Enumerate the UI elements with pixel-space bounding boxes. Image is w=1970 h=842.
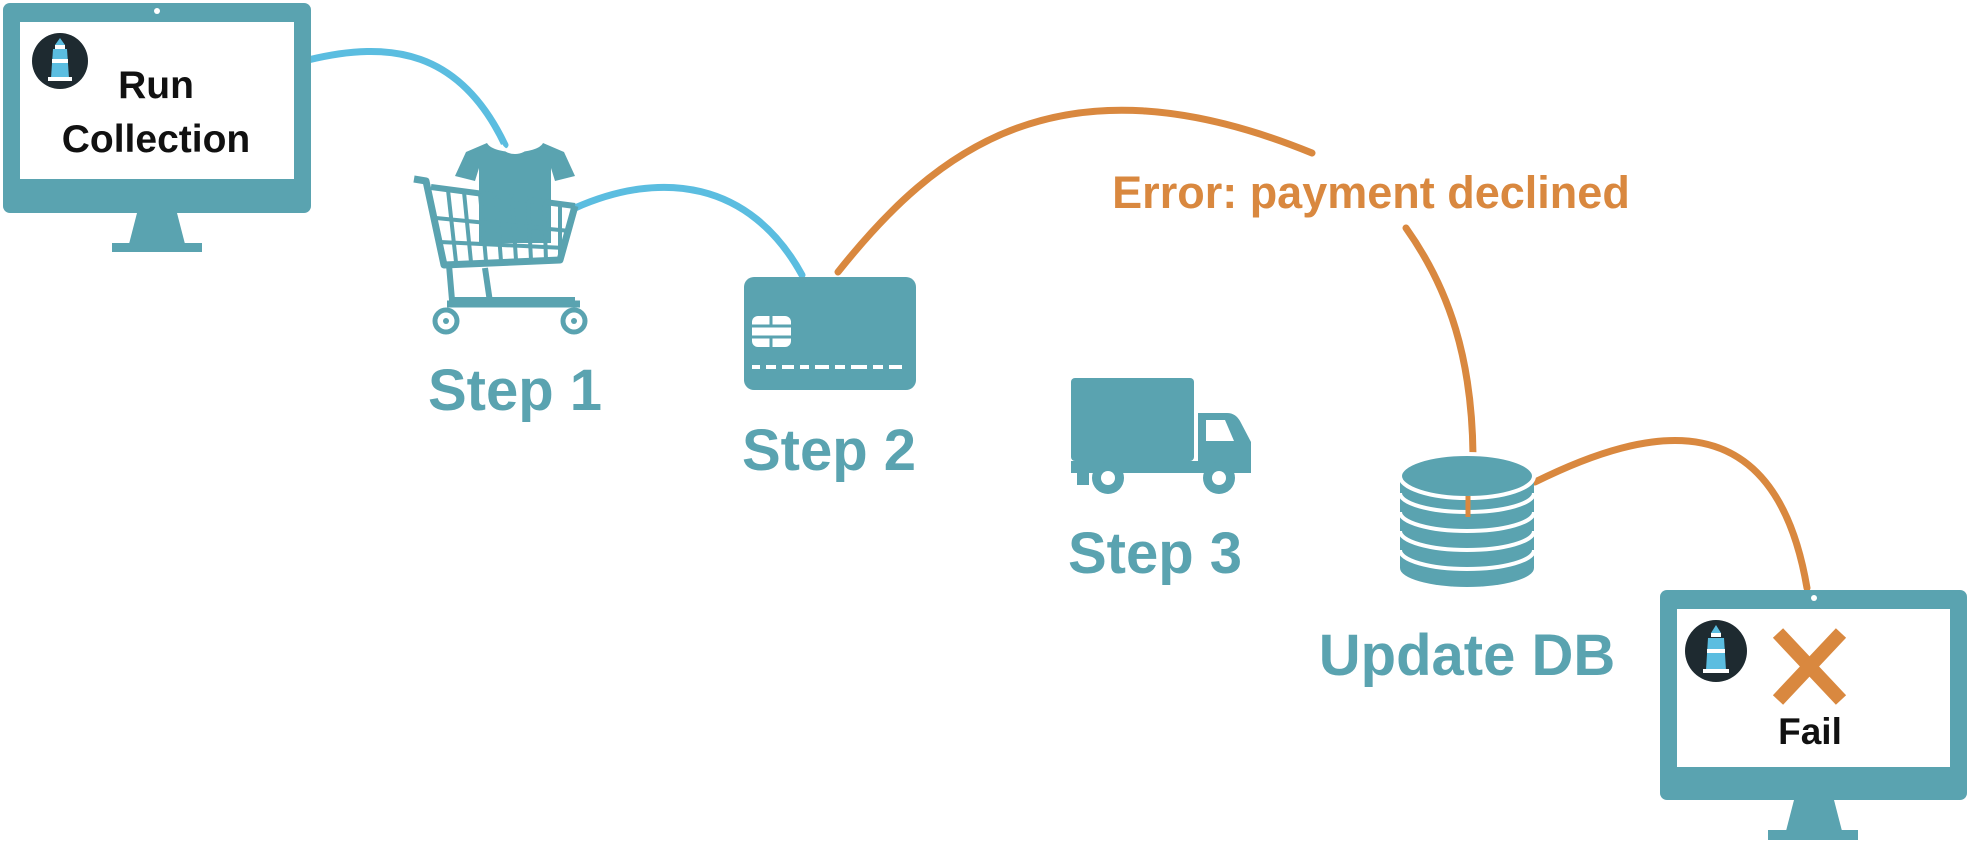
end-monitor: Fail <box>1660 590 1967 840</box>
card-number <box>752 365 902 369</box>
monitor-stand <box>1768 830 1858 840</box>
connector-start-to-step1 <box>304 48 509 149</box>
update-db-label: Update DB <box>1319 623 1615 688</box>
delivery-truck-icon <box>1071 378 1251 494</box>
monitor-neck <box>1786 800 1842 831</box>
start-title-line2: Collection <box>62 118 251 161</box>
step-2-label: Step 2 <box>742 418 916 483</box>
x-mark-icon <box>1772 628 1847 705</box>
connector-step2-to-error <box>834 106 1316 276</box>
connector-db-to-fail <box>1531 437 1811 592</box>
connector-error-to-db <box>1402 224 1477 459</box>
lighthouse-logo-icon <box>32 33 88 89</box>
card-chip <box>752 316 791 347</box>
update-db: Update DB <box>1319 452 1615 688</box>
monitor-neck <box>129 213 185 244</box>
step-1: Step 1 <box>413 143 602 423</box>
connectors <box>304 48 1811 592</box>
monitor-stand <box>112 243 202 252</box>
error-message: Error: payment declined <box>1112 167 1630 218</box>
step-3: Step 3 <box>1068 378 1251 586</box>
step-3-label: Step 3 <box>1068 521 1242 586</box>
database-icon <box>1398 452 1536 587</box>
step-2: Step 2 <box>742 277 916 483</box>
connector-step1-to-step2 <box>571 183 806 279</box>
fail-status-text: Fail <box>1778 711 1842 752</box>
credit-card-icon <box>744 277 916 390</box>
lighthouse-logo-icon <box>1685 620 1747 682</box>
start-title-line1: Run <box>118 64 194 107</box>
monitor-camera <box>1811 595 1817 601</box>
start-monitor: Run Collection <box>3 3 311 252</box>
monitor-camera <box>154 8 160 14</box>
shopping-cart-icon <box>413 143 588 335</box>
step-1-label: Step 1 <box>428 358 602 423</box>
